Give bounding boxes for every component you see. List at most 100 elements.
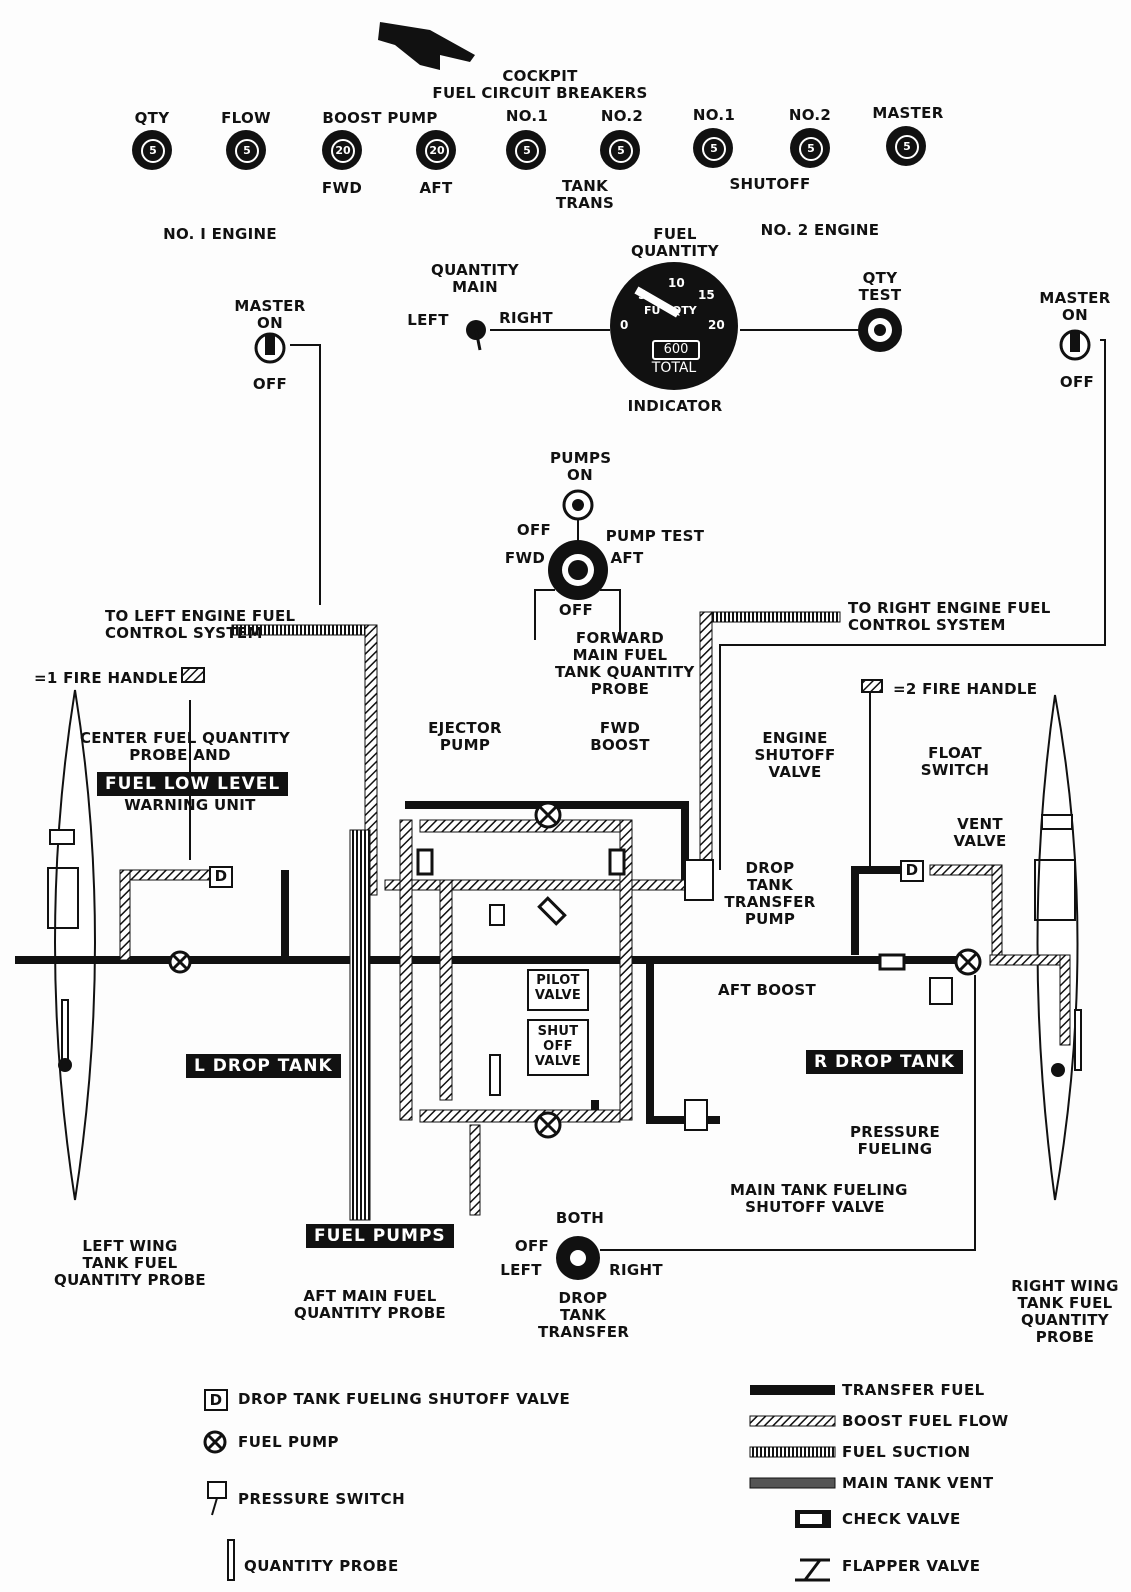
drop-tank-right-label: RIGHT <box>606 1262 666 1279</box>
breaker-label-boost-pump: BOOST PUMP <box>310 110 450 127</box>
breaker-qty: 5 <box>132 130 172 170</box>
breaker-flow: 5 <box>226 130 266 170</box>
pump-test-off-top-label: OFF <box>512 522 556 539</box>
engine-shutoff-label: ENGINE SHUTOFF VALVE <box>750 730 840 781</box>
warning-unit-label: WARNING UNIT <box>120 797 260 814</box>
fuel-low-level-box: FUEL LOW LEVEL <box>97 772 288 796</box>
aft-main-probe-label: AFT MAIN FUEL QUANTITY PROBE <box>290 1288 450 1322</box>
breaker-boost-aft: 20 <box>416 130 456 170</box>
quantity-right-label: RIGHT <box>496 310 556 327</box>
legend-check-valve: CHECK VALVE <box>842 1510 961 1528</box>
master-left-on-label: MASTER ON <box>230 298 310 332</box>
legend-flapper-valve: FLAPPER VALVE <box>842 1557 980 1575</box>
legend-d-symbol: D <box>205 1392 227 1409</box>
breakers-title-2: FUEL CIRCUIT BREAKERS <box>430 85 650 102</box>
master-left-off-label: OFF <box>248 376 292 393</box>
fwd-boost-label: FWD BOOST <box>585 720 655 754</box>
pumps-on-label: PUMPS ON <box>550 450 610 484</box>
breaker-label-shutoff: SHUTOFF <box>720 176 820 193</box>
qty-test-button <box>858 308 902 352</box>
breaker-label-master: MASTER <box>866 105 950 122</box>
fuel-quantity-title: FUEL QUANTITY <box>625 226 725 260</box>
r-drop-tank-box: R DROP TANK <box>806 1050 963 1074</box>
drop-tank-transfer-selector <box>556 1236 600 1280</box>
pilot-valve-label: PILOT VALVE <box>528 973 588 1003</box>
legend-pressure-switch: PRESSURE SWITCH <box>238 1490 405 1508</box>
master-right-on-label: MASTER ON <box>1030 290 1120 324</box>
fwd-main-probe-label: FORWARD MAIN FUEL TANK QUANTITY PROBE <box>555 630 685 698</box>
breaker-label-qty: QTY <box>120 110 184 127</box>
breaker-shutoff-no1: 5 <box>693 128 733 168</box>
breaker-boost-fwd: 20 <box>322 130 362 170</box>
pumps-on-button <box>564 491 592 519</box>
breaker-label-fwd: FWD <box>310 180 374 197</box>
legend-main-tank-vent: MAIN TANK VENT <box>842 1474 994 1492</box>
fuel-quantity-indicator: 0 5 10 15 20 FU QTY 600 TOTAL <box>610 262 738 390</box>
left-wing-probe-label: LEFT WING TANK FUEL QUANTITY PROBE <box>50 1238 210 1289</box>
pointing-hand-icon <box>378 22 475 70</box>
pump-test-off-bottom-label: OFF <box>554 602 598 619</box>
pump-test-selector <box>548 540 608 600</box>
master-switch-left <box>256 334 284 362</box>
legend-symbols <box>205 1385 835 1580</box>
d-symbol-right: D <box>900 860 924 882</box>
indicator-total: TOTAL <box>610 360 738 376</box>
indicator-tick-20: 20 <box>708 318 725 332</box>
breaker-master: 5 <box>886 126 926 166</box>
main-tank-fueling-label: MAIN TANK FUELING SHUTOFF VALVE <box>730 1182 900 1216</box>
master-switch-right <box>1061 331 1089 359</box>
drop-tank-transfer-pump-label: DROP TANK TRANSFER PUMP <box>720 860 820 928</box>
qty-test-label: QTY TEST <box>850 270 910 304</box>
quantity-main-label: QUANTITY MAIN <box>420 262 530 296</box>
fire-handle-1-label: =1 FIRE HANDLE <box>34 670 178 687</box>
aft-boost-label: AFT BOOST <box>718 982 816 999</box>
breaker-label-flow: FLOW <box>214 110 278 127</box>
legend-transfer-fuel: TRANSFER FUEL <box>842 1381 985 1399</box>
breaker-tank-trans-no1: 5 <box>506 130 546 170</box>
center-probe-label: CENTER FUEL QUANTITY PROBE AND <box>80 730 280 764</box>
shutoff-valve-label: SHUT OFF VALVE <box>528 1024 588 1069</box>
indicator-counter: 600 <box>652 340 700 360</box>
breaker-label-no1-b: NO.1 <box>682 107 746 124</box>
indicator-caption: INDICATOR <box>620 398 730 415</box>
legend-fuel-suction: FUEL SUCTION <box>842 1443 971 1461</box>
drop-tank-left-label: LEFT <box>496 1262 546 1279</box>
breaker-label-no2-a: NO.2 <box>590 108 654 125</box>
fire-handle-2-label: =2 FIRE HANDLE <box>893 681 1037 698</box>
breaker-label-aft: AFT <box>404 180 468 197</box>
legend-boost-fuel-flow: BOOST FUEL FLOW <box>842 1412 1009 1430</box>
right-wing-tank <box>1035 695 1081 1200</box>
d-symbol-left: D <box>209 866 233 888</box>
to-left-engine-label: TO LEFT ENGINE FUEL CONTROL SYSTEM <box>105 608 295 642</box>
engine-no1-label: NO. I ENGINE <box>155 226 285 243</box>
indicator-tick-10: 10 <box>668 276 685 290</box>
breaker-tank-trans-no2: 5 <box>600 130 640 170</box>
vent-valve-label: VENT VALVE <box>945 816 1015 850</box>
quantity-left-label: LEFT <box>398 312 458 329</box>
indicator-tick-15: 15 <box>698 288 715 302</box>
right-wing-probe-label: RIGHT WING TANK FUEL QUANTITY PROBE <box>1010 1278 1120 1346</box>
pump-test-aft-label: AFT <box>605 550 649 567</box>
to-right-engine-label: TO RIGHT ENGINE FUEL CONTROL SYSTEM <box>848 600 1051 634</box>
legend-quantity-probe: QUANTITY PROBE <box>244 1557 399 1575</box>
breaker-shutoff-no2: 5 <box>790 128 830 168</box>
indicator-tick-0: 0 <box>620 318 628 332</box>
breaker-label-no2-b: NO.2 <box>778 107 842 124</box>
drop-tank-off-label: OFF <box>510 1238 554 1255</box>
ejector-pump-label: EJECTOR PUMP <box>420 720 510 754</box>
pressure-fueling-label: PRESSURE FUELING <box>840 1124 950 1158</box>
pump-test-label: PUMP TEST <box>600 528 710 545</box>
breaker-label-tank-trans: TANK TRANS <box>545 178 625 212</box>
fuel-pumps-box: FUEL PUMPS <box>306 1224 454 1248</box>
breakers-title-1: COCKPIT <box>470 68 610 85</box>
breaker-label-no1-a: NO.1 <box>495 108 559 125</box>
float-switch-label: FLOAT SWITCH <box>915 745 995 779</box>
drop-tank-both-label: BOTH <box>550 1210 610 1227</box>
quantity-main-switch <box>466 320 486 350</box>
master-right-off-label: OFF <box>1055 374 1099 391</box>
l-drop-tank-box: L DROP TANK <box>186 1054 341 1078</box>
drop-tank-transfer-label: DROP TANK TRANSFER <box>538 1290 628 1341</box>
legend-drop-tank-valve: DROP TANK FUELING SHUTOFF VALVE <box>238 1390 570 1408</box>
left-wing-tank <box>48 690 95 1200</box>
